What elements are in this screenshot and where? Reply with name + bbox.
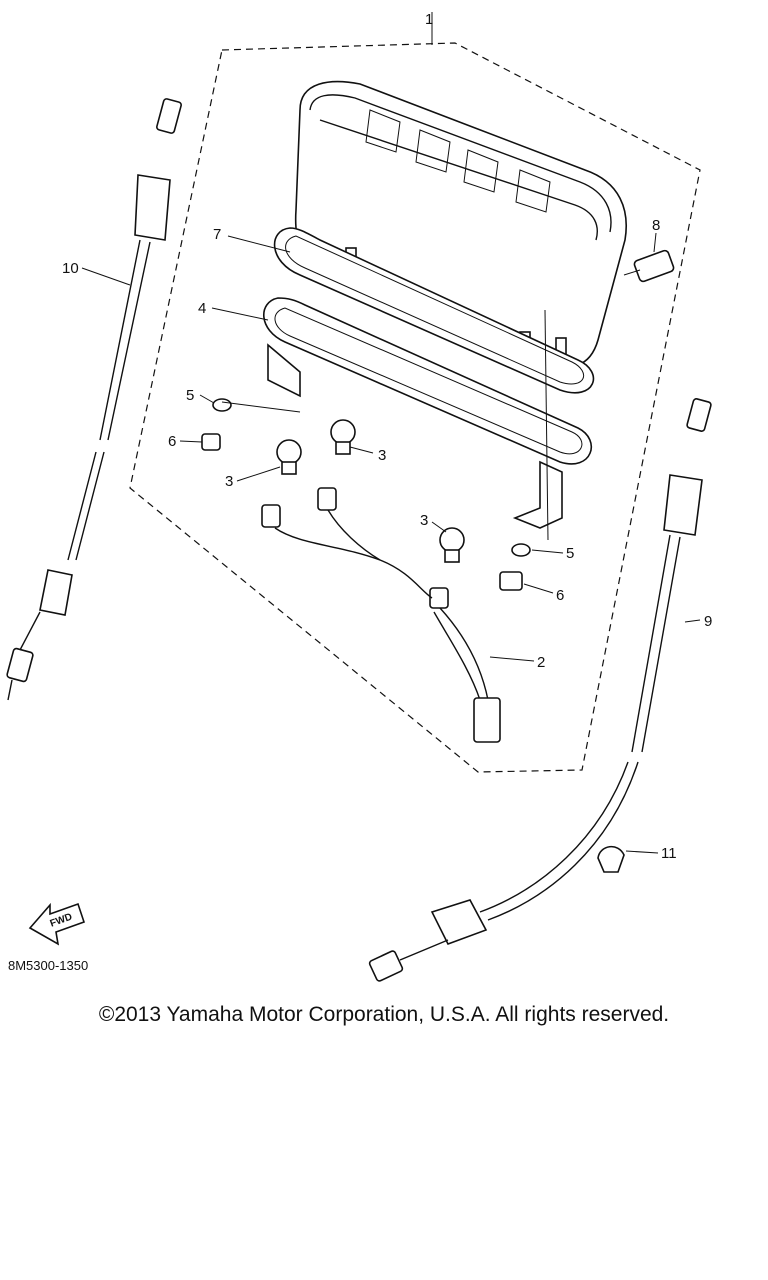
copyright-notice: ©2013 Yamaha Motor Corporation, U.S.A. A…	[98, 1003, 670, 1026]
nut-left	[201, 433, 221, 451]
leader-lines	[81, 232, 701, 854]
tachometer-cable	[368, 398, 712, 982]
nut-right	[499, 571, 523, 591]
callout-9: 9	[704, 613, 712, 630]
callout-3a: 3	[225, 473, 233, 490]
speedometer-cable	[6, 98, 182, 701]
callout-6-left: 6	[168, 433, 176, 450]
trip-knob	[623, 249, 675, 283]
washer-right	[511, 543, 531, 557]
gasket	[273, 227, 595, 394]
callout-11: 11	[661, 845, 677, 862]
callout-1: 1	[425, 11, 433, 28]
callout-5-right: 5	[566, 545, 574, 562]
callout-6-right: 6	[556, 587, 564, 604]
callout-2: 2	[537, 654, 545, 671]
fwd-arrow-icon: FWD	[28, 902, 86, 946]
cable-clamp	[597, 845, 625, 873]
callout-7: 7	[213, 226, 221, 243]
bulb-a	[276, 439, 302, 475]
callout-3b: 3	[378, 447, 386, 464]
assembly-boundary	[129, 42, 701, 773]
wiring-harness	[261, 487, 501, 743]
diagram-code: 8M5300-1350	[8, 958, 88, 973]
callout-5-left: 5	[186, 387, 194, 404]
callout-10: 10	[62, 260, 79, 277]
callout-3c: 3	[420, 512, 428, 529]
callout-4: 4	[198, 300, 206, 317]
callout-8: 8	[652, 217, 660, 234]
parts-diagram: FWD 1 2 3 3 3 4 5 5 6 6 7 8 9 10 11 8M53…	[6, 11, 712, 982]
bulb-b	[330, 419, 356, 455]
washer-left	[212, 398, 301, 413]
bulb-c	[439, 527, 465, 563]
